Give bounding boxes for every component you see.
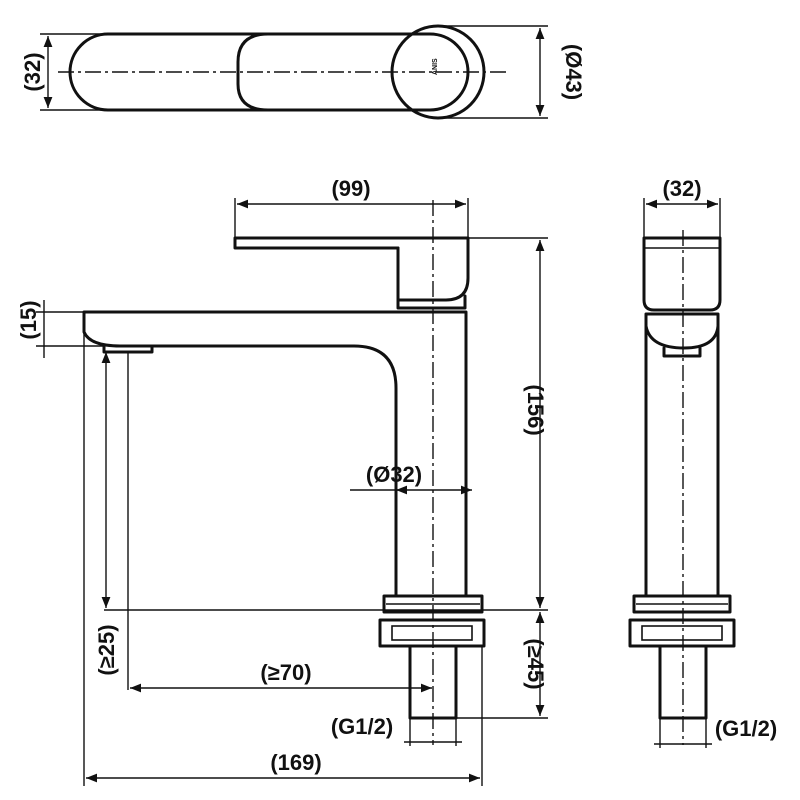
dim-thread-side-label: (G1/2) xyxy=(715,716,777,741)
side-base-ring-inner xyxy=(641,625,723,641)
dim-top-width-label: (32) xyxy=(20,52,45,91)
side-aerator xyxy=(662,346,702,358)
side-base-ring-upper xyxy=(632,594,732,614)
side-base-ring-lower xyxy=(628,618,736,648)
dim-body-diameter-label: (Ø32) xyxy=(366,462,422,487)
dim-spout-label: (15) xyxy=(16,300,41,339)
dim-thread-front-label: (G1/2) xyxy=(331,714,393,739)
front-spout-body xyxy=(82,310,468,598)
dim-reach-label: (≥70) xyxy=(260,660,311,685)
front-collar xyxy=(396,294,467,310)
front-view: (99) (15) (156) (Ø32) (≥25) (≥70) (≥45) … xyxy=(16,176,548,786)
top-view-lever-split xyxy=(236,32,270,112)
side-lever xyxy=(642,236,722,312)
dim-shank-label: (≥45) xyxy=(523,638,548,689)
dim-deck-gap-label: (≥25) xyxy=(94,624,119,675)
side-view: (32) (G1/2) xyxy=(628,176,777,748)
dim-length-label: (169) xyxy=(270,750,321,775)
side-spout-hood xyxy=(644,312,720,350)
dim-top-diameter-label: (Ø43) xyxy=(561,44,586,100)
front-base-ring-lower xyxy=(378,618,486,648)
dim-height-label: (156) xyxy=(523,384,548,435)
front-base-ring-inner xyxy=(391,625,473,641)
dim-side-width-label: (32) xyxy=(662,176,701,201)
dim-lever-label: (99) xyxy=(331,176,370,201)
top-view-lever-outline xyxy=(68,32,470,112)
brand-mark: ANIS xyxy=(432,58,439,75)
side-body xyxy=(644,324,720,598)
top-view: ANIS (32) (Ø43) xyxy=(20,24,586,120)
